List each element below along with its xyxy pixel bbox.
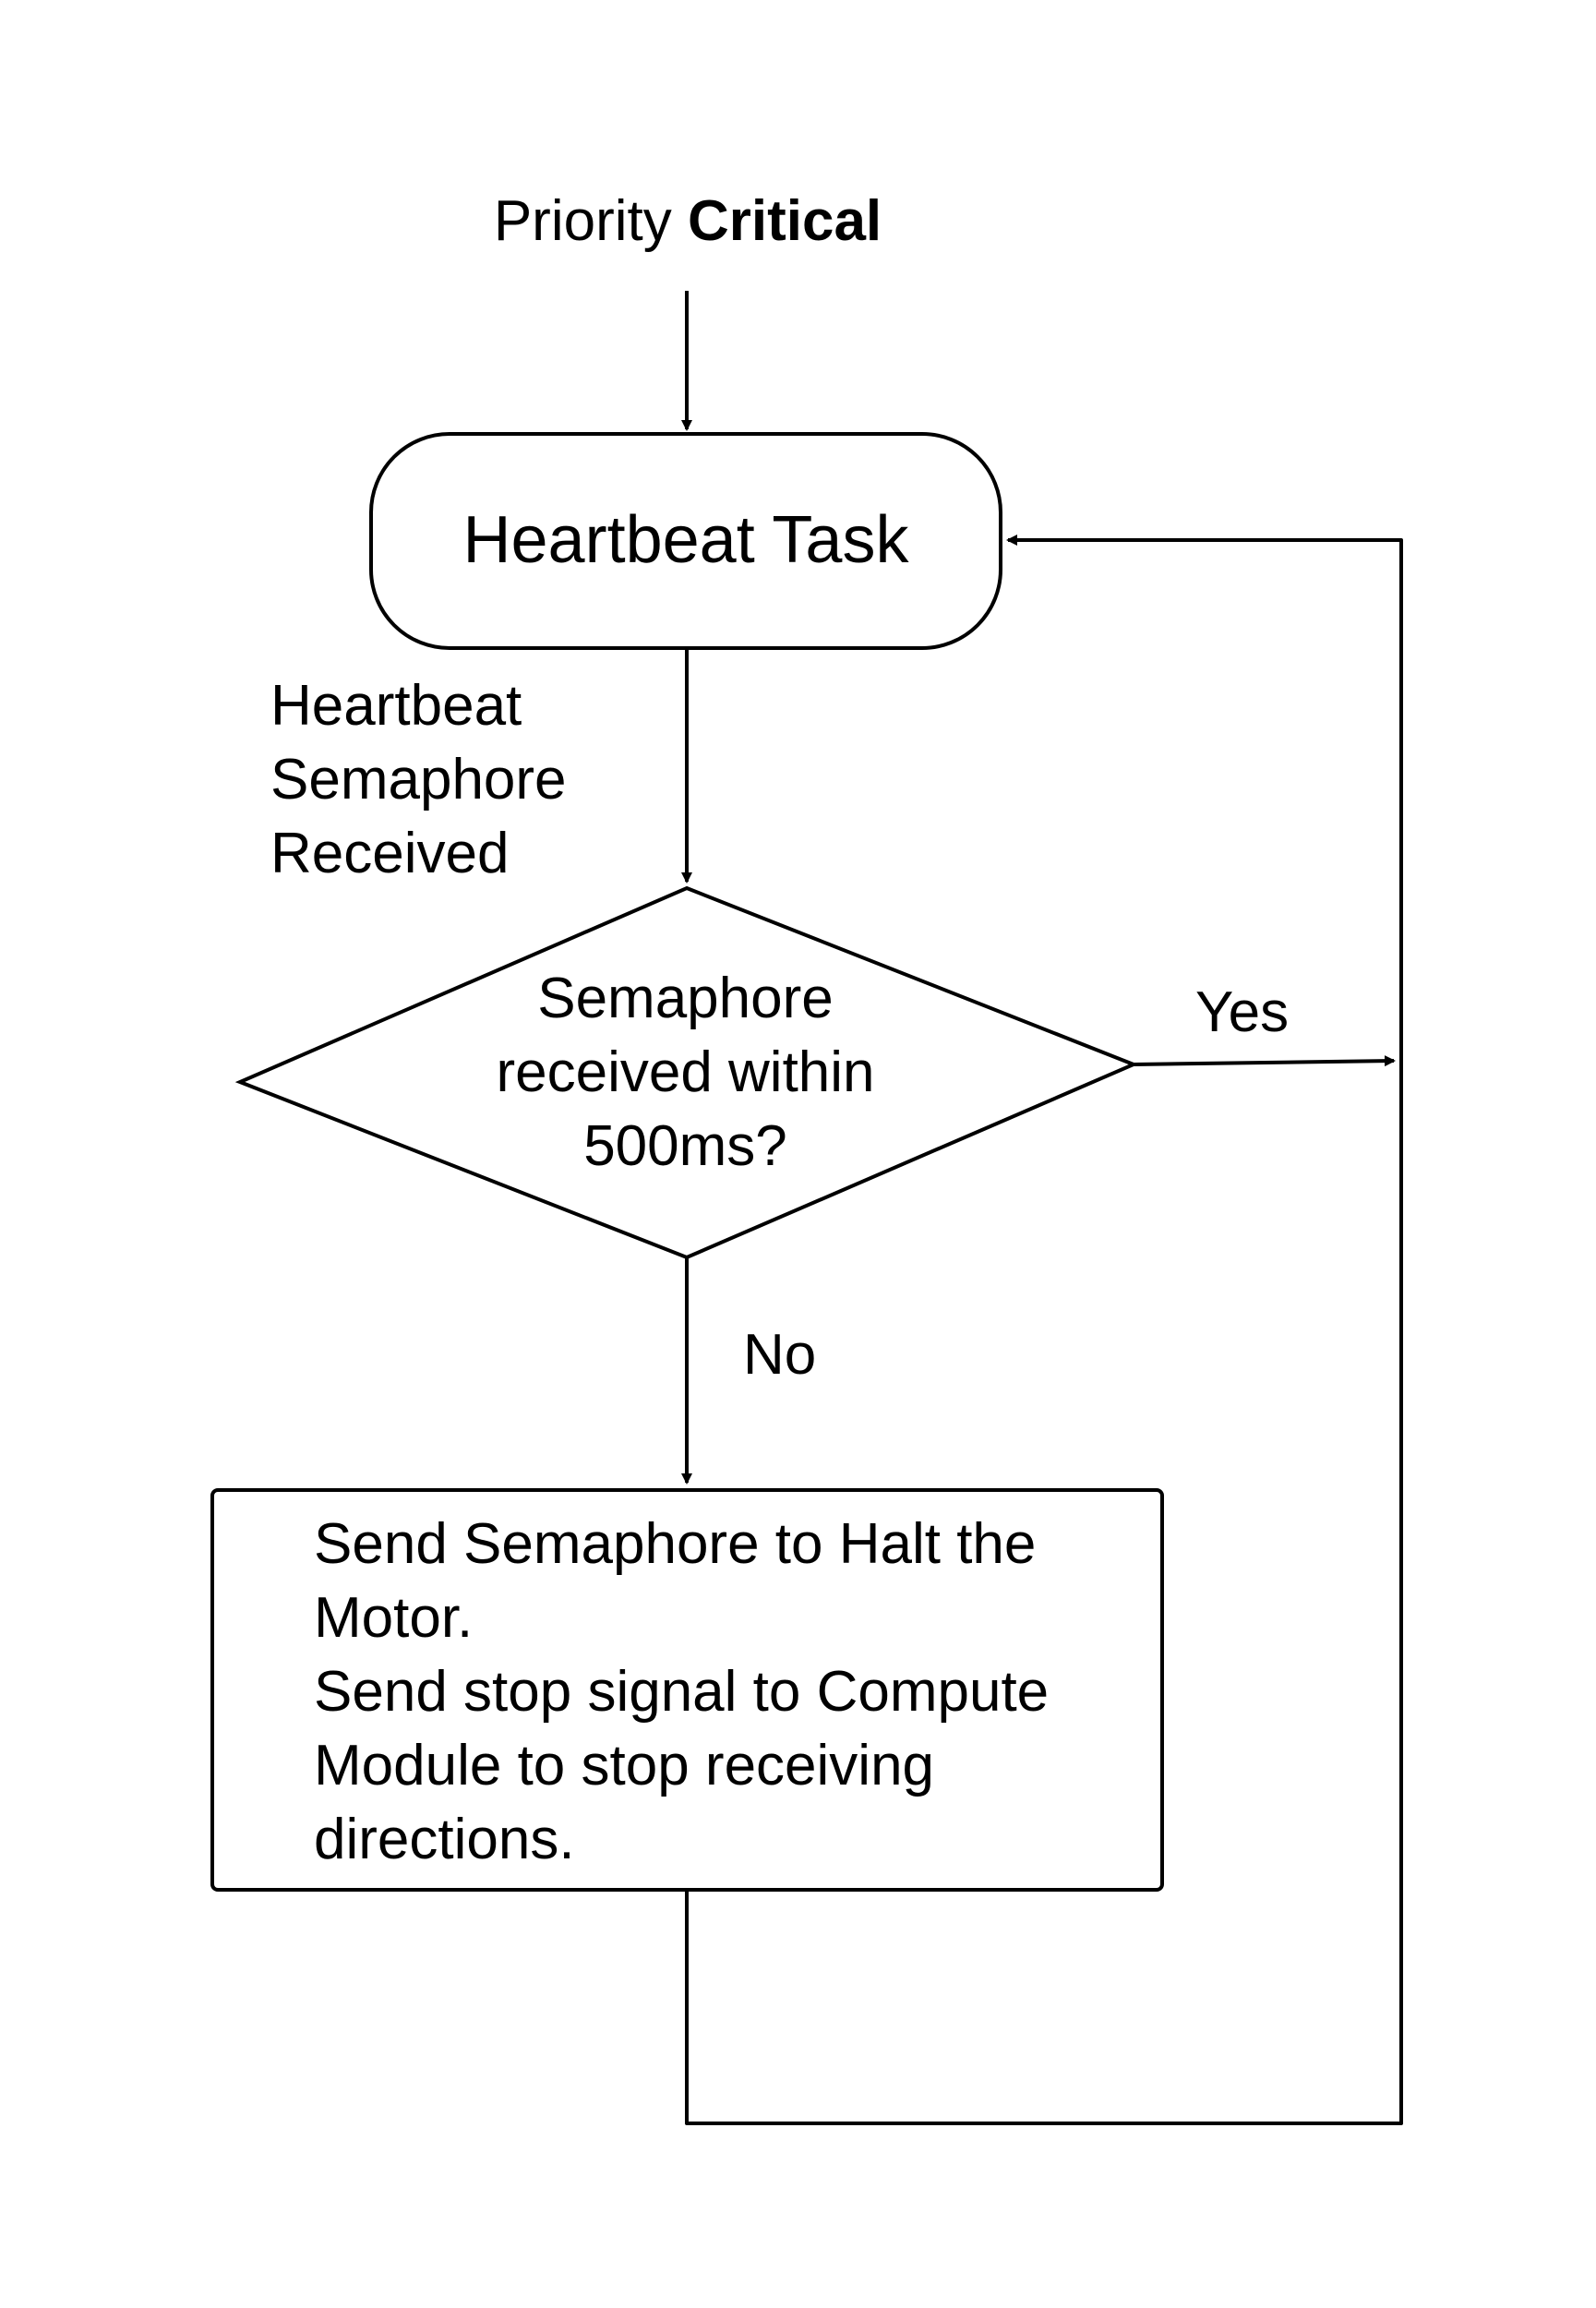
decision-label: Semaphore received within 500ms? bbox=[434, 962, 937, 1184]
no-label: No bbox=[743, 1323, 817, 1387]
priority-value: Critical bbox=[687, 189, 882, 253]
loop-back-line bbox=[685, 535, 1403, 2125]
priority-title: Priority Critical bbox=[0, 185, 1375, 258]
heartbeat-task-label: Heartbeat Task bbox=[462, 503, 909, 577]
decision-label-line: Semaphore bbox=[537, 967, 834, 1030]
action-label-line: Send stop signal to Compute bbox=[314, 1660, 1050, 1724]
yes-label: Yes bbox=[1195, 980, 1290, 1044]
decision-label-line: 500ms? bbox=[583, 1114, 787, 1178]
action-label-line: Motor. bbox=[314, 1586, 474, 1650]
action-label: Send Semaphore to Halt the Motor. Send s… bbox=[314, 1508, 1145, 1877]
action-label-line: directions. bbox=[314, 1808, 575, 1871]
trigger-label-line: Semaphore bbox=[270, 748, 567, 811]
trigger-label-line: Heartbeat bbox=[270, 674, 522, 738]
action-label-line: Send Semaphore to Halt the bbox=[314, 1512, 1037, 1576]
action-label-line: Module to stop receiving bbox=[314, 1734, 935, 1797]
priority-prefix: Priority bbox=[493, 189, 672, 253]
decision-label-line: received within bbox=[496, 1040, 875, 1104]
yes-arrow bbox=[1133, 1055, 1396, 1067]
trigger-label-line: Received bbox=[270, 822, 510, 885]
trigger-label: Heartbeat Semaphore Received bbox=[270, 669, 640, 891]
